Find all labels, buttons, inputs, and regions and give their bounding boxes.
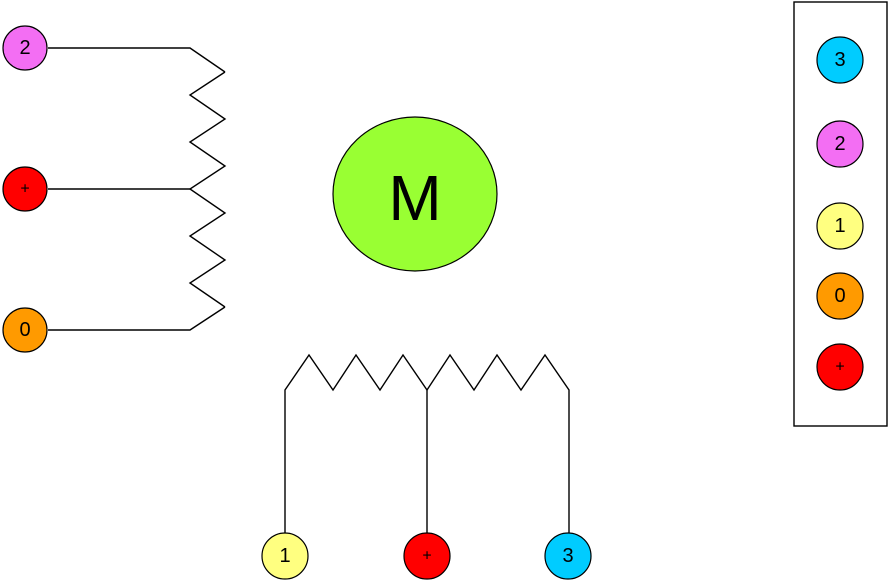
left-coil-wire-bottom: [48, 306, 226, 331]
terminal-left-bottom: 0: [2, 307, 48, 353]
terminal-circle: [261, 532, 309, 580]
connector-pin: 1: [816, 202, 864, 250]
terminal-circle: [403, 532, 451, 580]
left-coil: 2 + 0: [2, 25, 227, 353]
connector-pin-circle: [816, 202, 864, 250]
terminal-bottom-center: +: [403, 532, 451, 580]
terminal-left-center: +: [2, 166, 48, 212]
terminal-left-top: 2: [2, 25, 48, 71]
terminal-label: 3: [562, 545, 573, 567]
terminal-label: +: [422, 548, 431, 565]
motor-label: M: [388, 162, 441, 234]
terminal-label: +: [20, 181, 29, 198]
connector-pin-circle: [816, 343, 864, 391]
connector-pin-label: +: [835, 359, 844, 376]
connector-pin: +: [816, 343, 864, 391]
connector-pin-label: 3: [834, 49, 845, 71]
terminal-label: 2: [19, 37, 30, 59]
connector-pin-circle: [816, 36, 864, 84]
connector-pin-label: 1: [834, 215, 845, 237]
terminal-label: 1: [279, 545, 290, 567]
connector-block: 3 2 1 0 +: [793, 1, 888, 427]
left-coil-wire-top: [48, 47, 226, 73]
connector-pin-circle: [816, 272, 864, 320]
connector-pin: 0: [816, 272, 864, 320]
motor-circle: [332, 116, 498, 272]
terminal-label: 0: [19, 319, 30, 341]
connector-pin: 2: [816, 120, 864, 168]
left-coil-zigzag: [188, 71, 227, 308]
terminal-circle: [2, 307, 48, 353]
connector-pin-label: 0: [834, 285, 845, 307]
terminal-circle: [2, 25, 48, 71]
bottom-coil: 1 + 3: [261, 353, 592, 580]
connector-pin: 3: [816, 36, 864, 84]
terminal-circle: [544, 532, 592, 580]
connector-pin-circle: [816, 120, 864, 168]
connector-pin-label: 2: [834, 133, 845, 155]
terminal-bottom-right: 3: [544, 532, 592, 580]
motor: M: [332, 116, 498, 272]
terminal-circle: [2, 166, 48, 212]
terminal-bottom-left: 1: [261, 532, 309, 580]
